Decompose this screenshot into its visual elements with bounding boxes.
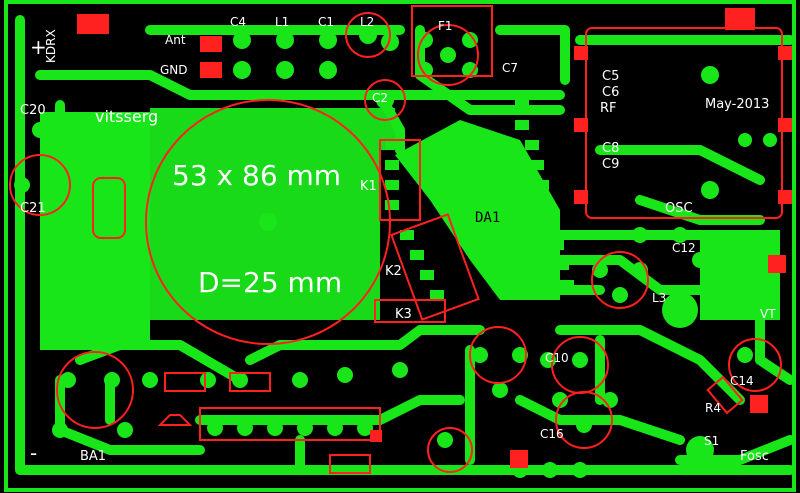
label-c20: C20	[20, 103, 46, 118]
label-c4: C4	[230, 15, 246, 29]
label-k1: K1	[360, 179, 377, 194]
label-c1: C1	[318, 15, 334, 29]
label-l1: L1	[275, 15, 289, 29]
component-labels: KDRX C20 C21 vitsserg Ant GND C4 L1 C1 L…	[20, 15, 776, 465]
label-k2: K2	[385, 264, 402, 279]
copper-pours	[40, 108, 780, 350]
label-kdrx: KDRX	[44, 29, 58, 63]
label-ant: Ant	[165, 33, 186, 47]
label-vitsserg: vitsserg	[95, 107, 158, 126]
label-vt: VT	[760, 307, 776, 321]
label-c16: C16	[540, 427, 564, 441]
label-c7: C7	[502, 61, 518, 75]
label-c8: C8	[602, 141, 619, 156]
label-ba1: BA1	[80, 449, 106, 464]
pads	[14, 26, 778, 478]
label-da1: DA1	[475, 210, 500, 226]
label-c21: C21	[20, 201, 46, 216]
label-l3: L3	[652, 291, 666, 305]
da1-pads	[385, 100, 574, 300]
label-c10: C10	[545, 351, 569, 365]
label-diameter: D=25 mm	[198, 266, 342, 299]
label-c2: C2	[372, 91, 388, 105]
label-c9: C9	[602, 157, 619, 172]
label-l2: L2	[360, 15, 374, 29]
label-size: 53 x 86 mm	[172, 159, 341, 192]
label-c6: C6	[602, 85, 619, 100]
label-minus: -	[30, 441, 37, 465]
label-k3: K3	[395, 307, 412, 322]
label-f1: F1	[438, 19, 453, 33]
label-c12: C12	[672, 241, 696, 255]
label-rf: RF	[600, 101, 617, 116]
label-fosc: Fosc	[740, 449, 769, 464]
label-osc: OSC	[665, 201, 693, 216]
label-c14: C14	[730, 374, 754, 388]
label-may-2013: May-2013	[705, 97, 769, 112]
label-gnd: GND	[160, 63, 188, 77]
board-outline	[4, 0, 796, 492]
label-s1: S1	[704, 434, 719, 448]
speaker-outline	[145, 99, 391, 345]
label-plus: +	[30, 35, 47, 59]
label-c5: C5	[602, 69, 619, 84]
silkscreen	[9, 5, 783, 474]
label-r4: R4	[705, 401, 721, 415]
